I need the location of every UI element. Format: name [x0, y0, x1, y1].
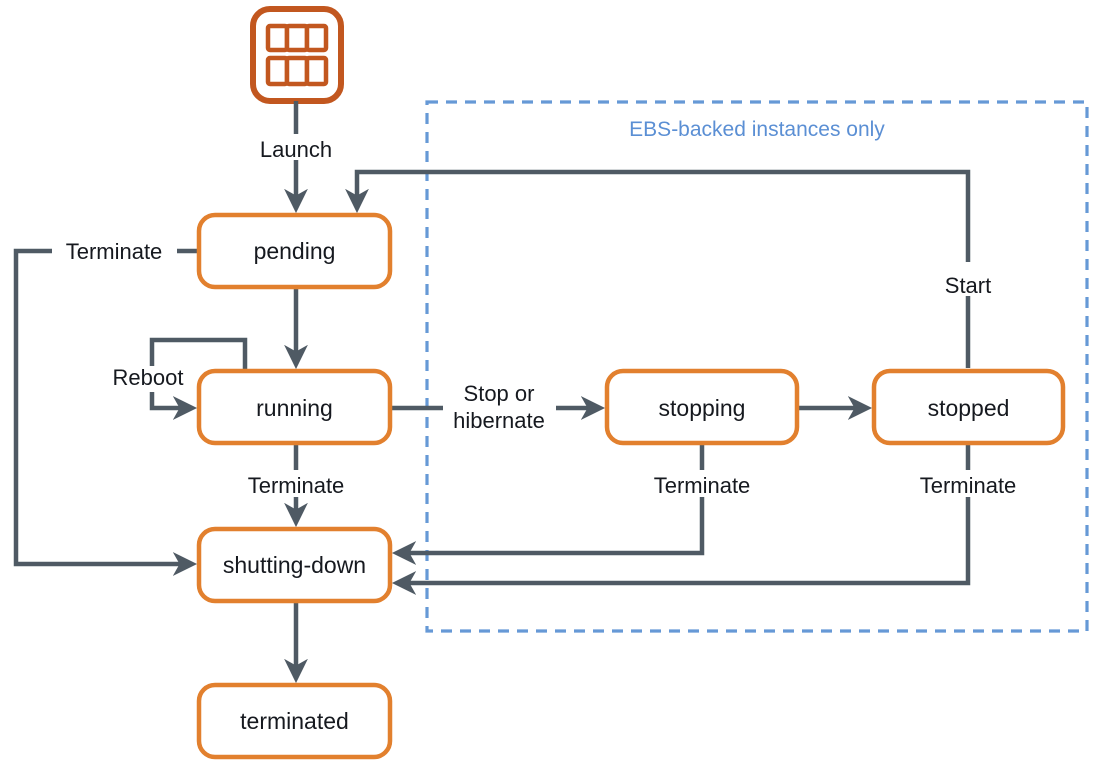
ec2-icon-cell	[284, 23, 310, 53]
node-terminated-box[interactable]	[196, 682, 393, 760]
edge-start-label: Start	[945, 273, 991, 298]
edge-terminate-running: Terminate	[248, 443, 345, 528]
node-shutting-down-box[interactable]	[196, 526, 393, 604]
node-stopping-box[interactable]	[604, 368, 800, 446]
ebs-backed-group: EBS-backed instances only	[425, 100, 1089, 633]
edge-terminate-running-label: Terminate	[248, 473, 345, 498]
edge-reboot: Reboot	[113, 337, 248, 420]
edge-start-line-upper	[345, 169, 971, 262]
node-terminated[interactable]: terminated	[196, 682, 393, 760]
node-pending[interactable]: pending	[196, 212, 393, 290]
ec2-icon-cell	[265, 23, 290, 53]
edge-terminate-pending-label: Terminate	[66, 239, 163, 264]
edge-terminate-stopping-label: Terminate	[654, 473, 751, 498]
node-shutting-down[interactable]: shutting-down	[196, 526, 393, 604]
node-stopping-label: stopping	[659, 395, 746, 421]
edge-terminate-stopped: Terminate	[391, 443, 1017, 595]
node-pending-label: pending	[254, 238, 336, 264]
edge-terminate-stopping-line	[391, 497, 705, 565]
edge-reboot-line-upper	[149, 337, 248, 371]
node-pending-box[interactable]	[196, 212, 393, 290]
edge-stop-label-line1: Stop or	[464, 381, 535, 406]
ec2-icon-cell	[304, 23, 329, 53]
node-stopping[interactable]: stopping	[604, 368, 800, 446]
node-terminated-label: terminated	[240, 708, 349, 734]
edge-terminate-stopped-line	[391, 497, 971, 595]
node-running[interactable]: running	[196, 368, 393, 446]
edge-reboot-label: Reboot	[113, 365, 184, 390]
ebs-group-label: EBS-backed instances only	[629, 118, 885, 141]
edge-terminate-stopping: Terminate	[391, 443, 751, 565]
ec2-icon-cell	[304, 55, 329, 87]
edge-terminate-pending-line	[13, 248, 198, 576]
ec2-icon-cell	[265, 55, 290, 87]
edge-terminate-stopped-label: Terminate	[920, 473, 1017, 498]
ebs-group-border	[425, 100, 1089, 633]
edge-start: Start	[345, 169, 991, 368]
edge-terminate-pending: Terminate	[13, 239, 199, 576]
edge-launch-label: Launch	[260, 137, 332, 162]
node-running-label: running	[256, 395, 333, 421]
edge-reboot-line-lower	[149, 392, 198, 420]
edge-stop-label-line2: hibernate	[453, 408, 545, 433]
node-stopped[interactable]: stopped	[871, 368, 1066, 446]
edge-stop-or-hibernate: Stop or hibernate	[390, 381, 606, 433]
edge-launch: Launch	[260, 101, 332, 214]
ec2-icon-frame	[250, 6, 344, 104]
node-shutting-down-label: shutting-down	[223, 552, 366, 578]
node-stopped-box[interactable]	[871, 368, 1066, 446]
ec2-icon-cell	[284, 55, 310, 87]
node-stopped-label: stopped	[928, 395, 1010, 421]
node-running-box[interactable]	[196, 368, 393, 446]
ec2-instance-icon	[250, 6, 344, 104]
